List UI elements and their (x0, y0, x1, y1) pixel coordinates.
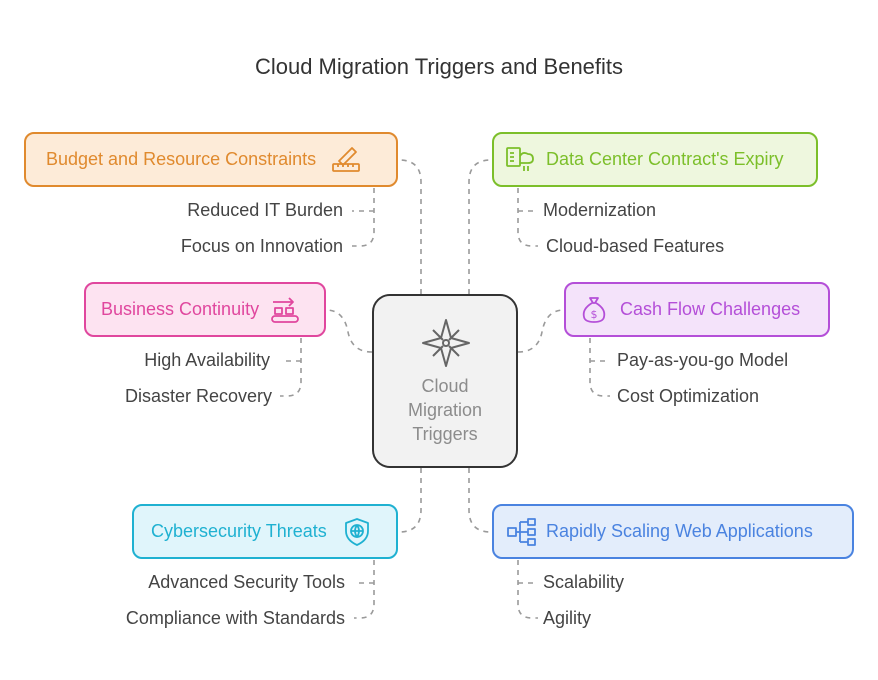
money-bag-icon: $ (578, 294, 610, 326)
trigger-label: Rapidly Scaling Web Applications (546, 521, 813, 541)
trigger-cybersecurity: Cybersecurity Threats (132, 504, 398, 559)
benefit-item: Disaster Recovery (124, 386, 272, 406)
diagram-title: Cloud Migration Triggers and Benefits (254, 54, 624, 79)
network-nodes-icon (506, 516, 538, 548)
trigger-business-continuity: Business Continuity (84, 282, 326, 337)
shield-globe-icon (341, 516, 373, 548)
center-label: Cloud Migration Triggers (374, 374, 516, 446)
benefit-item: Reduced IT Burden (187, 200, 343, 220)
benefit-item: Pay-as-you-go Model (617, 350, 789, 370)
benefit-item: Modernization (543, 200, 657, 220)
benefit-item: Agility (543, 608, 592, 628)
pencil-ruler-icon (330, 144, 362, 176)
benefit-item: Focus on Innovation (180, 236, 343, 256)
conveyor-icon (269, 294, 301, 326)
trigger-data-center-expiry: Data Center Contract's Expiry (492, 132, 818, 187)
trigger-rapidly-scaling: Rapidly Scaling Web Applications (492, 504, 854, 559)
benefit-item: Advanced Security Tools (148, 572, 345, 592)
server-cloud-icon (504, 144, 536, 176)
benefit-item: Cloud-based Features (546, 236, 725, 256)
center-node: Cloud Migration Triggers (372, 294, 518, 468)
trigger-budget-constraints: Budget and Resource Constraints (24, 132, 398, 187)
benefit-item: High Availability (144, 350, 270, 370)
trigger-label: Budget and Resource Constraints (46, 149, 317, 169)
svg-text:$: $ (591, 308, 598, 321)
trigger-label: Business Continuity (101, 299, 260, 319)
center-label-line-2: Migration (407, 400, 483, 420)
compass-star-icon (422, 319, 470, 367)
trigger-label: Cash Flow Challenges (620, 299, 801, 319)
benefit-item: Compliance with Standards (125, 608, 345, 628)
trigger-label: Data Center Contract's Expiry (546, 149, 784, 169)
trigger-label: Cybersecurity Threats (151, 521, 327, 541)
center-label-line-3: Triggers (412, 424, 478, 444)
center-label-line-1: Cloud (421, 376, 469, 396)
benefit-item: Cost Optimization (617, 386, 760, 406)
benefit-item: Scalability (543, 572, 625, 592)
trigger-cash-flow: $ Cash Flow Challenges (564, 282, 830, 337)
